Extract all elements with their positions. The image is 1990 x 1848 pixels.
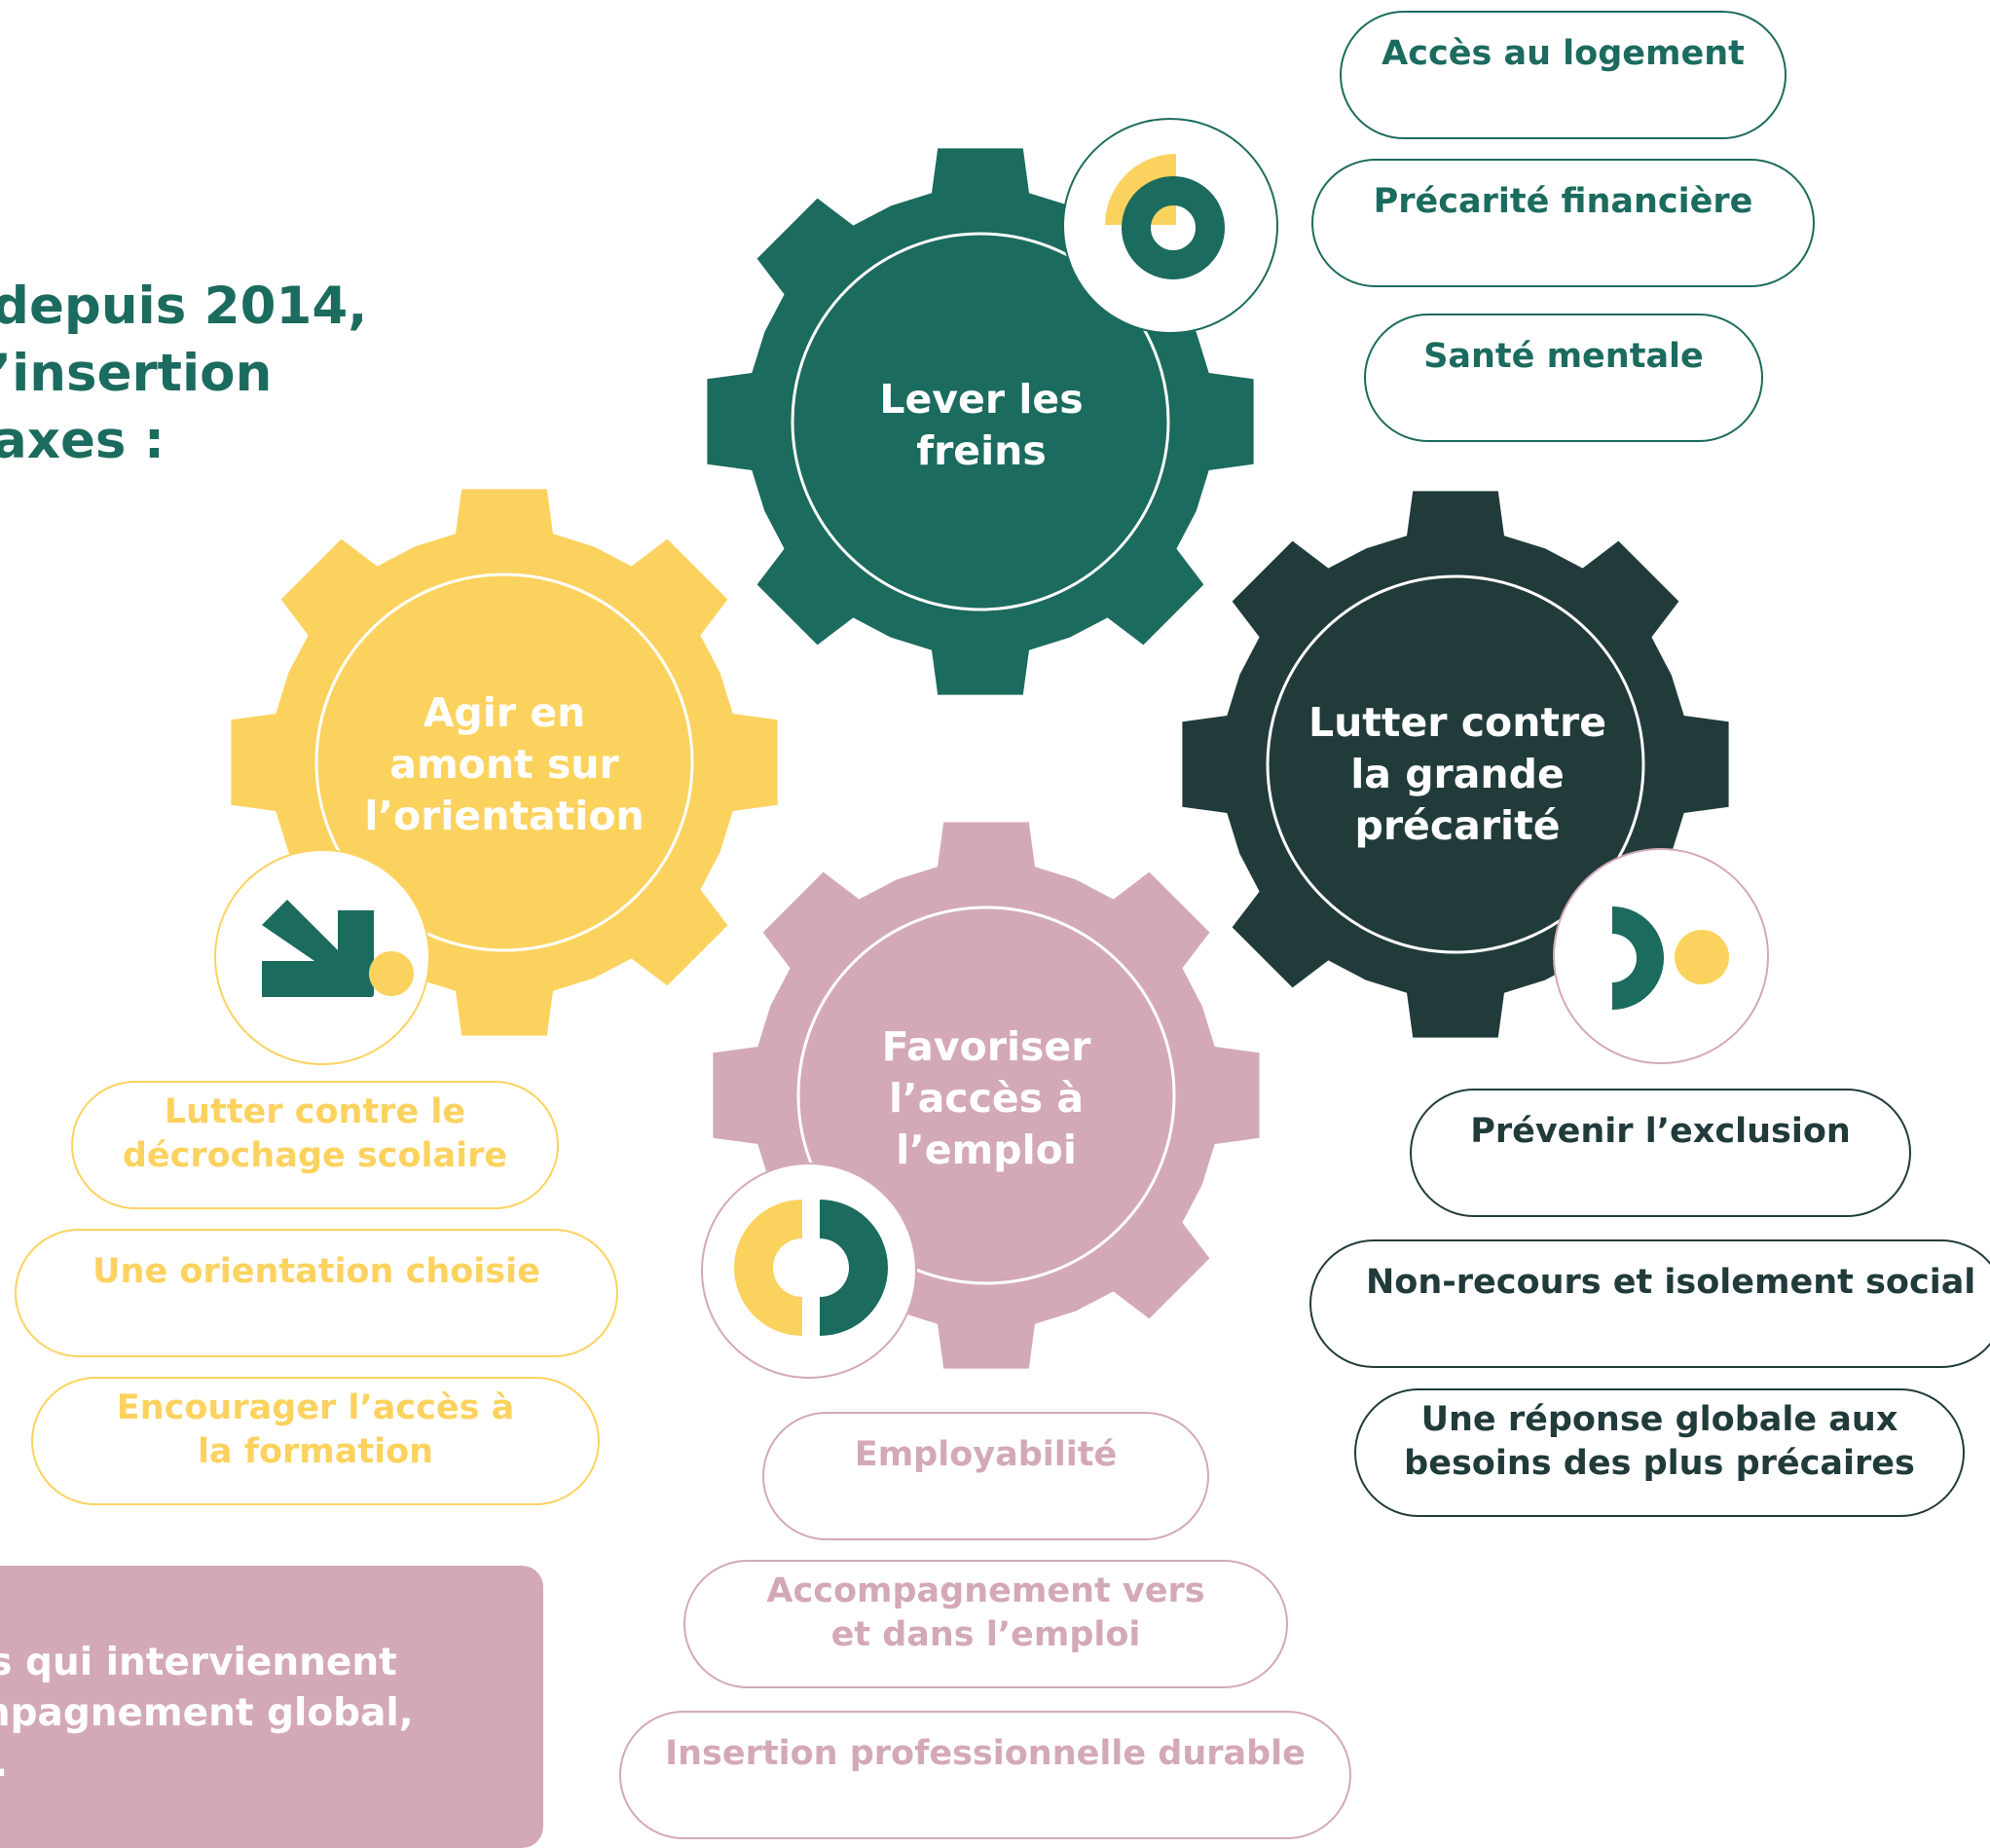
item-insertion-durable: Insertion professionnelle durable xyxy=(619,1711,1351,1839)
badge-agir-en-amont xyxy=(214,849,430,1065)
badge-favoriser-emploi xyxy=(701,1163,917,1379)
gear-title-favoriser-emploi: Favoriser l’accès à l’emploi xyxy=(881,1023,1091,1173)
gear-title-lutter-grande-precarite: Lutter contre la grande précarité xyxy=(1308,699,1607,849)
arrow-down-right-icon xyxy=(262,900,414,997)
badge-lever-les-freins xyxy=(1062,118,1278,334)
footer-text-box: rs qui interviennent mpagnement global, … xyxy=(0,1566,543,1848)
item-prevenir-exclusion: Prévenir l’exclusion xyxy=(1410,1089,1911,1217)
gear-ring-agir-en-amont xyxy=(314,573,694,952)
intro-line: axes : xyxy=(0,411,166,470)
gear-ring-lutter-grande-precarite xyxy=(1266,574,1645,954)
footer-text: rs qui interviennent mpagnement global, … xyxy=(0,1641,414,1786)
item-orientation-choisie: Une orientation choisie xyxy=(15,1229,618,1357)
intro-line: depuis 2014, xyxy=(0,277,368,336)
gear-ring-lever-les-freins xyxy=(791,232,1170,611)
gear-title-lever-les-freins: Lever les freins xyxy=(879,376,1084,474)
item-non-recours: Non-recours et isolement social xyxy=(1309,1239,1990,1368)
half-ring-dot-icon xyxy=(1612,906,1729,1010)
donut-quarter-icon xyxy=(1105,154,1225,279)
intro-line: ’insertion xyxy=(0,344,273,403)
gear-ring-favoriser-emploi xyxy=(796,906,1176,1285)
badge-lutter-grande-precarite xyxy=(1553,848,1769,1064)
item-employabilite: Employabilité xyxy=(762,1412,1209,1540)
item-precarite-financiere: Précarité financière xyxy=(1311,159,1815,287)
gear-title-agir-en-amont: Agir en amont sur l’orientation xyxy=(364,689,645,839)
item-acces-logement: Accès au logement xyxy=(1340,11,1787,139)
intro-heading: depuis 2014, ’insertion axes : xyxy=(0,273,498,474)
item-sante-mentale: Santé mentale xyxy=(1364,314,1763,442)
split-ring-icon xyxy=(734,1200,888,1336)
